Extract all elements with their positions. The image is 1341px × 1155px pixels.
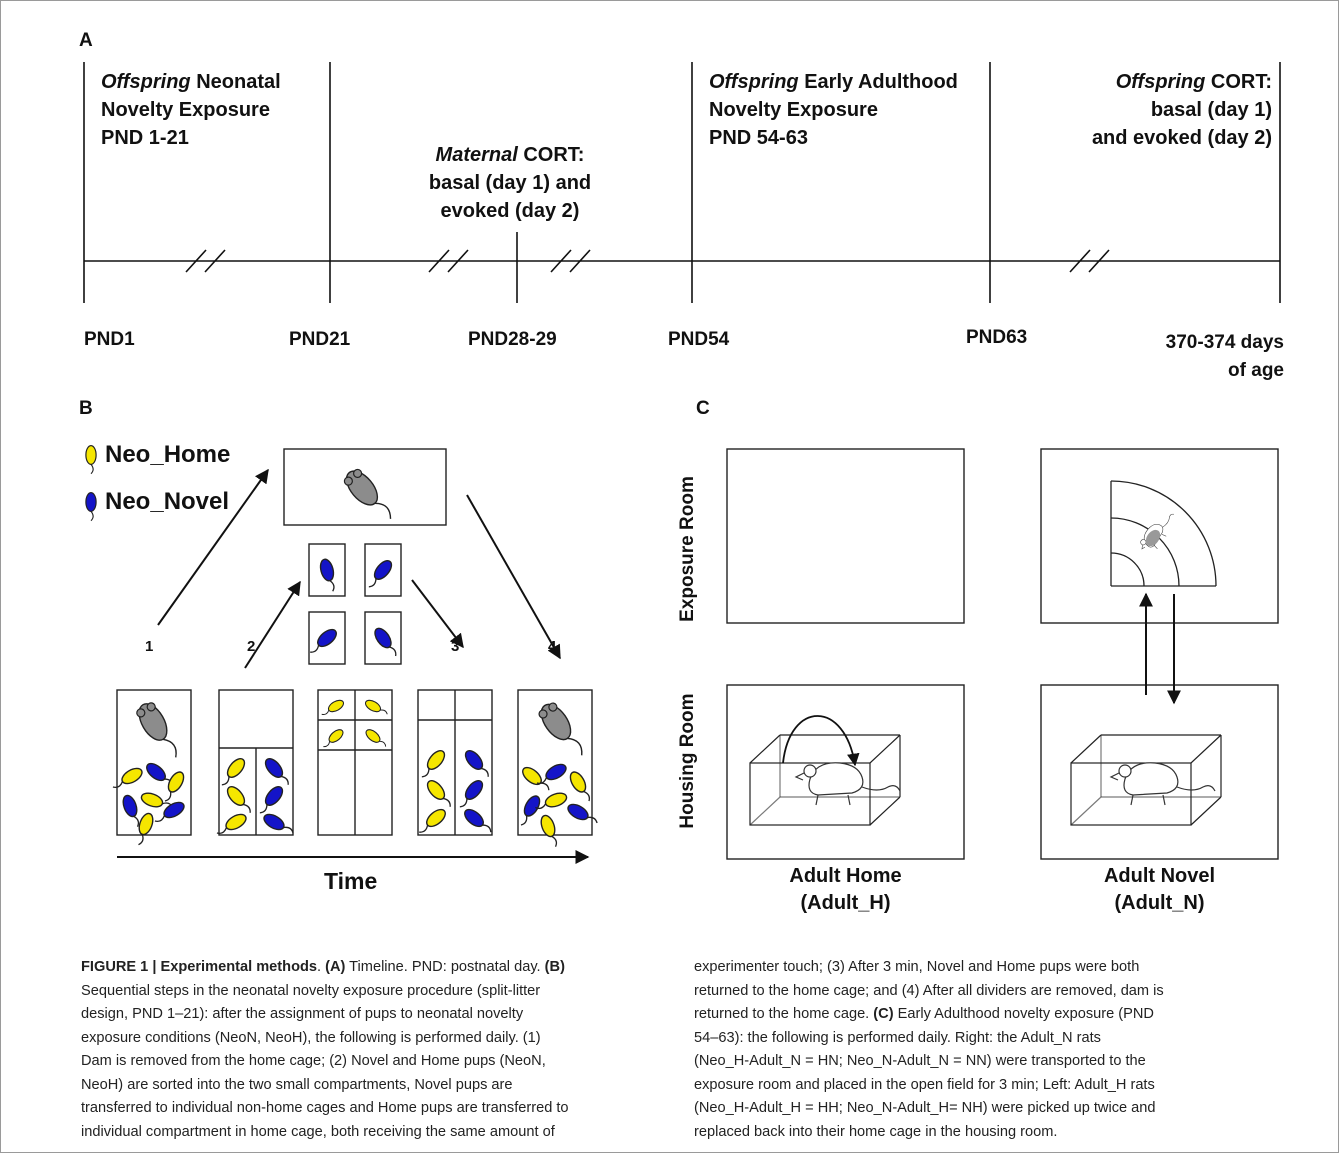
axis-break-1 — [185, 249, 226, 273]
early-adulthood-header: Offspring Early Adulthood Novelty Exposu… — [709, 71, 958, 149]
exposure-room-adult-home — [726, 448, 965, 624]
tick-pnd1: PND1 — [84, 329, 135, 350]
panel-b-label: B — [79, 398, 93, 419]
tick-pnd28-29: PND28-29 — [468, 329, 557, 350]
arrow-step-1 — [157, 468, 269, 626]
adult-novel-column-label: Adult Novel (Adult_N) — [1103, 865, 1216, 914]
arrow-step-3 — [411, 579, 464, 649]
panel-c-diagram — [726, 448, 1279, 860]
step-2: 2 — [247, 638, 256, 655]
tick-end: 370-374 days of age — [1165, 332, 1284, 381]
step-3: 3 — [451, 638, 460, 655]
open-field-arena — [1110, 480, 1217, 587]
figure-title: FIGURE 1 | Experimental methods — [81, 959, 318, 975]
panel-b-diagram — [85, 445, 601, 864]
offspring-cort-header: Offspring CORT: basal (day 1) and evoked… — [1091, 71, 1272, 149]
maternal-cort-header: Maternal CORT: basal (day 1) and evoked … — [428, 144, 592, 222]
time-axis-label: Time — [324, 868, 378, 894]
arrow-step-4 — [466, 494, 561, 660]
rat-body-shade — [1145, 529, 1161, 547]
tick-pnd21: PND21 — [289, 329, 351, 350]
neonatal-novelty-header: Offspring Neonatal Novelty Exposure PND … — [101, 71, 281, 149]
caption-right-column: experimenter touch; (3) After 3 min, Nov… — [694, 959, 1164, 1140]
pickup-arc-arrow — [782, 715, 860, 767]
step-1: 1 — [145, 638, 154, 655]
panel-c-label: C — [696, 398, 710, 419]
legend-neo-home: Neo_Home — [105, 441, 231, 468]
step-4: 4 — [548, 638, 557, 655]
tick-pnd63: PND63 — [966, 327, 1028, 348]
timeline-svg — [83, 62, 1281, 303]
caption-left-column: FIGURE 1 | Experimental methods. (A) Tim… — [81, 959, 569, 1140]
axis-break-4 — [1069, 249, 1110, 273]
panel-a-label: A — [79, 30, 93, 51]
adult-home-column-label: Adult Home (Adult_H) — [789, 865, 902, 914]
axis-break-2 — [428, 249, 469, 273]
legend-neo-novel: Neo_Novel — [105, 488, 230, 515]
tick-pnd54: PND54 — [668, 329, 730, 350]
axis-break-3 — [550, 249, 591, 273]
arrow-step-2 — [244, 580, 301, 669]
